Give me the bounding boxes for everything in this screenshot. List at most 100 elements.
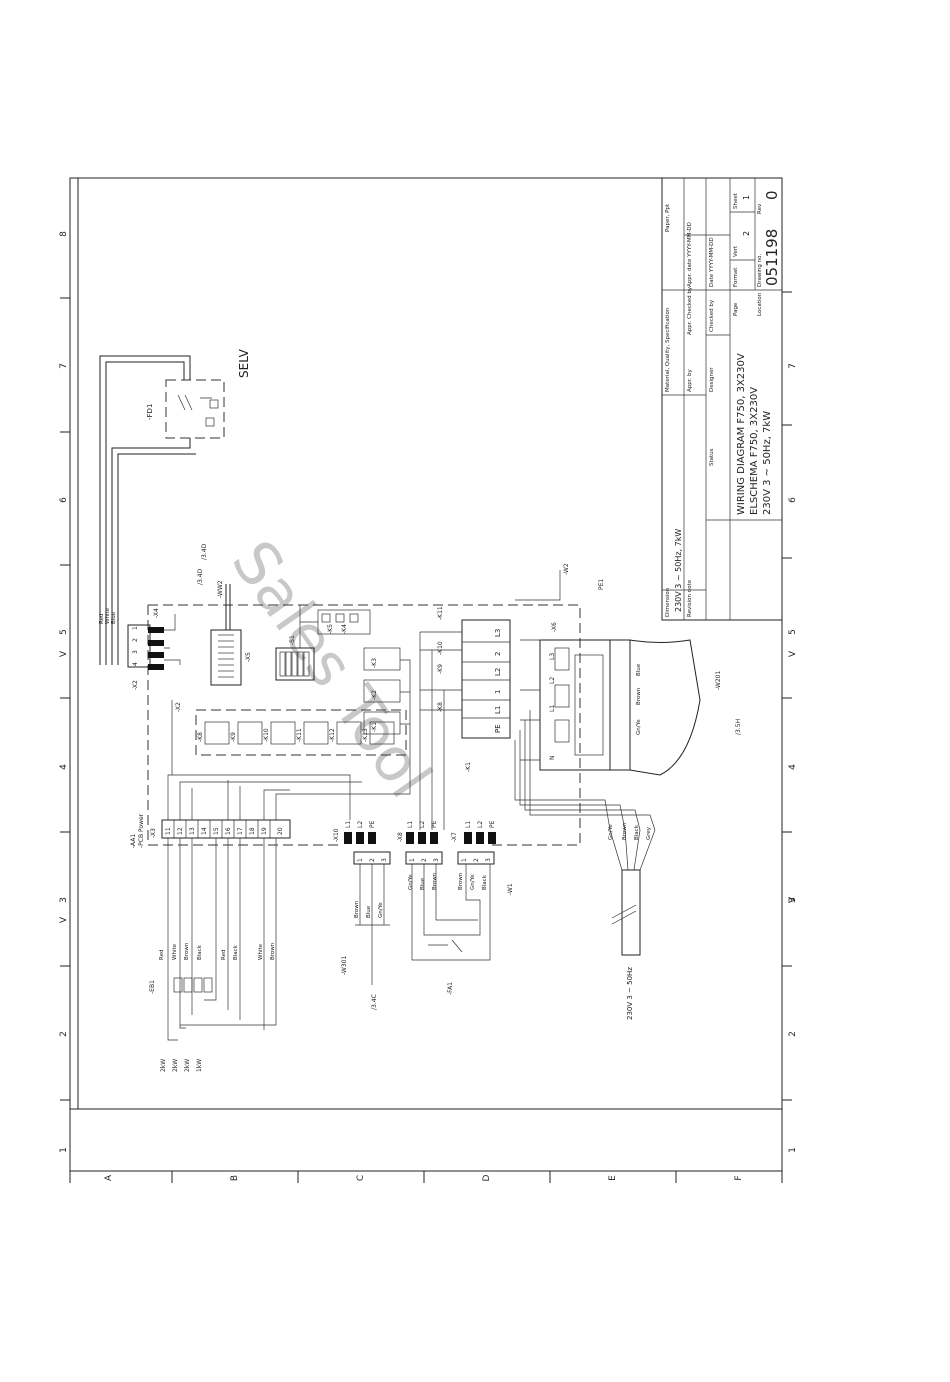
aa1-terminal-20: 20 xyxy=(277,827,284,835)
title-block: Paper, Ppt Material, Quality, Specificat… xyxy=(661,177,783,621)
aa1-terminal-15: 15 xyxy=(213,827,220,835)
eb1-rating-2: 2kW xyxy=(172,1059,179,1072)
eb1-wire-5: Red xyxy=(221,950,227,960)
material-label: Material, Quality, Specification xyxy=(665,307,671,392)
eb1-rating-4: 1kW xyxy=(196,1059,203,1072)
eb1-wire-1: Red xyxy=(159,950,165,960)
sheet-label: Sheet xyxy=(733,192,739,209)
page-label: Page xyxy=(733,302,739,316)
x7-connector: L1 L2 PE 1 2 3 -X7 Brown Gn/Ye Black -W1 xyxy=(451,820,514,895)
row-label-f: F xyxy=(734,1175,744,1180)
qt-note: /3.4D xyxy=(197,568,204,585)
row-label-c: C xyxy=(356,1175,366,1181)
drawing-no-label: Drawing no. xyxy=(757,254,763,287)
mains-wire-grey: Grey xyxy=(646,826,652,840)
x7-num-3: 3 xyxy=(485,858,492,862)
x7-num-1: 1 xyxy=(461,858,468,862)
x8-num-3: 3 xyxy=(433,858,440,862)
w1a-wire-blue: Blue xyxy=(420,877,426,890)
k-upper-label-4: -K11 xyxy=(437,606,444,620)
row-label-d: D xyxy=(482,1174,492,1181)
contactor-pin-pe: PE xyxy=(494,724,502,733)
aa1-terminal-17: 17 xyxy=(237,827,244,835)
checked-label: Checked by xyxy=(709,299,715,332)
eb1-wire-2: White xyxy=(172,943,178,960)
row-label-a: A xyxy=(104,1174,114,1181)
aa1-terminal-11: 11 xyxy=(165,827,172,835)
k-upper-label-3: -K10 xyxy=(437,641,444,655)
eb1-rating-1: 2kW xyxy=(160,1059,167,1072)
col-label-4: 4 xyxy=(59,764,69,770)
x8-pin-l1: L1 xyxy=(407,821,414,828)
status-label: Status xyxy=(709,448,715,466)
designer-label: Designer xyxy=(709,367,715,392)
x6-pin-l3: L3 xyxy=(549,653,556,660)
w1a-wire-brown: Brown xyxy=(432,872,438,890)
x8-pin-pe: PE xyxy=(431,820,438,828)
k-lower-label-1: -K8 xyxy=(197,732,204,742)
k-relays-upper: -K5 -K4 -K3 -K2 -K1 xyxy=(299,605,411,760)
row-label-b: B xyxy=(230,1175,240,1181)
x6-pin-n: N xyxy=(549,756,556,761)
x6-terminal: N L1 L2 L3 -X6 Gn/Ye Brown Blue -W201 /3… xyxy=(515,563,742,776)
w301-wire-gnye: Gn/Ye xyxy=(378,902,384,918)
aa1-terminal-18: 18 xyxy=(249,827,256,835)
fd1-label: -FD1 xyxy=(146,404,154,420)
contactor-pin-1: 1 xyxy=(494,690,502,694)
appr-checked-label: Appr. Checked by xyxy=(687,286,693,335)
eb1-wire-4: Black xyxy=(197,944,203,960)
title-spec: 230V 3 ~ 50Hz, 7kW xyxy=(762,411,773,515)
k-relay-label-3: -K3 xyxy=(371,658,378,668)
k-lower-label-3: -K10 xyxy=(263,728,270,742)
w301-wire-blue: Blue xyxy=(366,905,372,918)
col-label-right-2: 2 xyxy=(788,1031,798,1037)
w1-label: -W1 xyxy=(507,883,514,895)
selv-wire-blue: Blue xyxy=(111,611,117,624)
appr-date-label: Appr. date YYYY-MM-DD xyxy=(687,222,693,287)
col-label-1: 1 xyxy=(59,1147,69,1153)
selv-wire-labels: Red White Blue xyxy=(99,607,117,624)
w1b-wire-brown: Brown xyxy=(458,872,464,890)
eb1-heater: -EB1 2kW 2kW 2kW 1kW Red White Brown Bla… xyxy=(149,942,276,1072)
x12-label: -X2 xyxy=(132,680,139,690)
aa1-terminal-strip: 11 12 13 14 15 16 17 18 19 20 -AA1 -PCB … xyxy=(130,760,411,1041)
x10-pin-l1: L1 xyxy=(345,821,352,828)
w301-label: -W301 xyxy=(341,956,348,975)
k-lower-label-5: -K12 xyxy=(329,728,336,742)
k-upper-label-2: -K9 xyxy=(437,664,444,674)
x10-pin-pe: PE xyxy=(369,820,376,828)
col-label-right-7: 7 xyxy=(788,363,798,369)
selv-circuit: SELV -FD1 xyxy=(99,348,251,665)
left-column-labels: 8 7 6 5 4 3 2 1 V V xyxy=(59,231,69,1153)
x8-num-1: 1 xyxy=(409,858,416,862)
col-chevron-right-2: V xyxy=(788,896,798,903)
selv-label: SELV xyxy=(237,348,251,378)
location-label: Location xyxy=(757,292,763,316)
col-label-right-6: 6 xyxy=(788,497,798,503)
x6-label: -X6 xyxy=(551,622,558,632)
k-lower-label-6: -K13 xyxy=(362,728,369,742)
contactor-pin-2: 2 xyxy=(494,652,502,656)
ww2-label: -WW2 xyxy=(217,580,224,598)
eb1-rating-3: 2kW xyxy=(184,1059,191,1072)
w2-label: -W2 xyxy=(563,563,570,575)
x3-label: -X3 xyxy=(150,828,157,838)
sheets-value: 2 xyxy=(742,231,751,236)
w1b-wire-gnye: Gn/Ye xyxy=(470,874,476,890)
x2-relay-label: -X2 xyxy=(175,702,182,712)
eb1-wire-7: White xyxy=(258,943,264,960)
contactor-pin-l2: L2 xyxy=(494,668,502,676)
x10-pin-l2: L2 xyxy=(357,821,364,828)
w301-note: /3.4C xyxy=(371,994,378,1010)
k-relay-label-1: -K1 xyxy=(371,722,378,732)
k-upper-label-1: -K8 xyxy=(437,702,444,712)
k-lower-label-4: -K11 xyxy=(296,728,303,742)
col-label-6: 6 xyxy=(59,497,69,503)
row-labels: A B C D E F xyxy=(104,1174,744,1181)
col-label-3: 3 xyxy=(59,897,69,903)
x7-pin-l1: L1 xyxy=(465,821,472,828)
x12-pin-4: 4 xyxy=(132,662,139,666)
x7-pin-pe: PE xyxy=(489,820,496,828)
s1-label: -S1 xyxy=(289,635,296,645)
x12-pin-3: 3 xyxy=(132,650,139,654)
